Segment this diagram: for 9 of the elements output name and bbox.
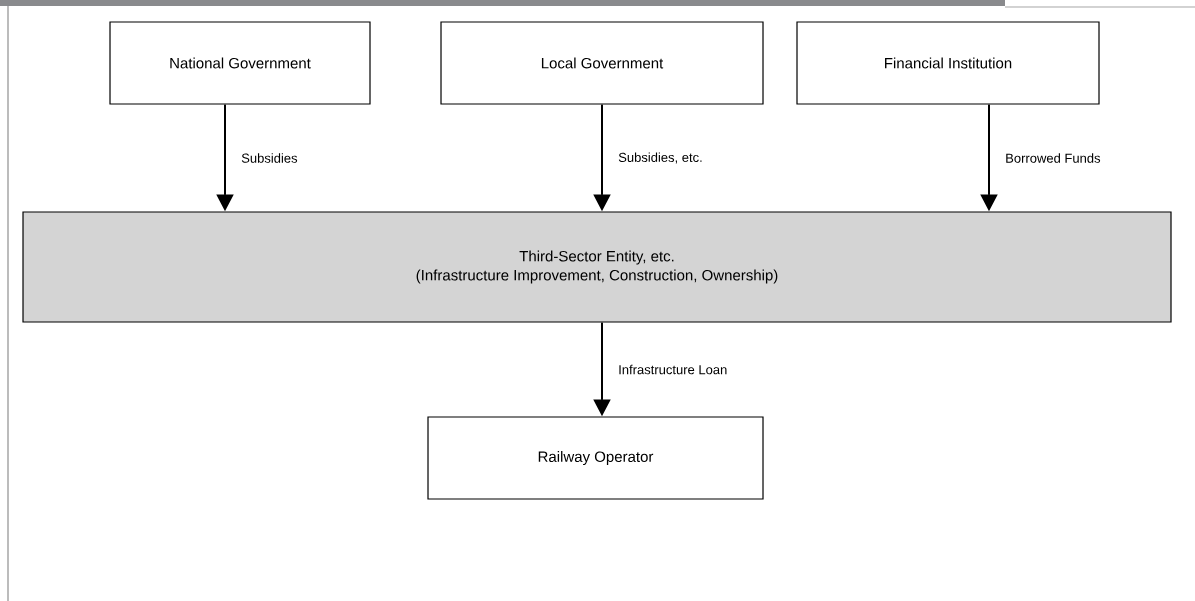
edge-label: Infrastructure Loan	[619, 364, 727, 375]
process-box: Local Government	[440, 21, 764, 105]
edge-label: Subsidies, etc.	[618, 152, 702, 164]
edge-label: Subsidies	[241, 153, 298, 163]
process-box: National Government	[109, 21, 371, 105]
process-box: Third-Sector Entity, etc. (Infrastructure Improvement, Construction, Ownership)	[22, 211, 1172, 323]
edge-label: Borrowed Funds	[1006, 153, 1101, 163]
process-box: Financial Institution	[796, 21, 1100, 105]
process-box: Railway Operator	[427, 416, 764, 500]
